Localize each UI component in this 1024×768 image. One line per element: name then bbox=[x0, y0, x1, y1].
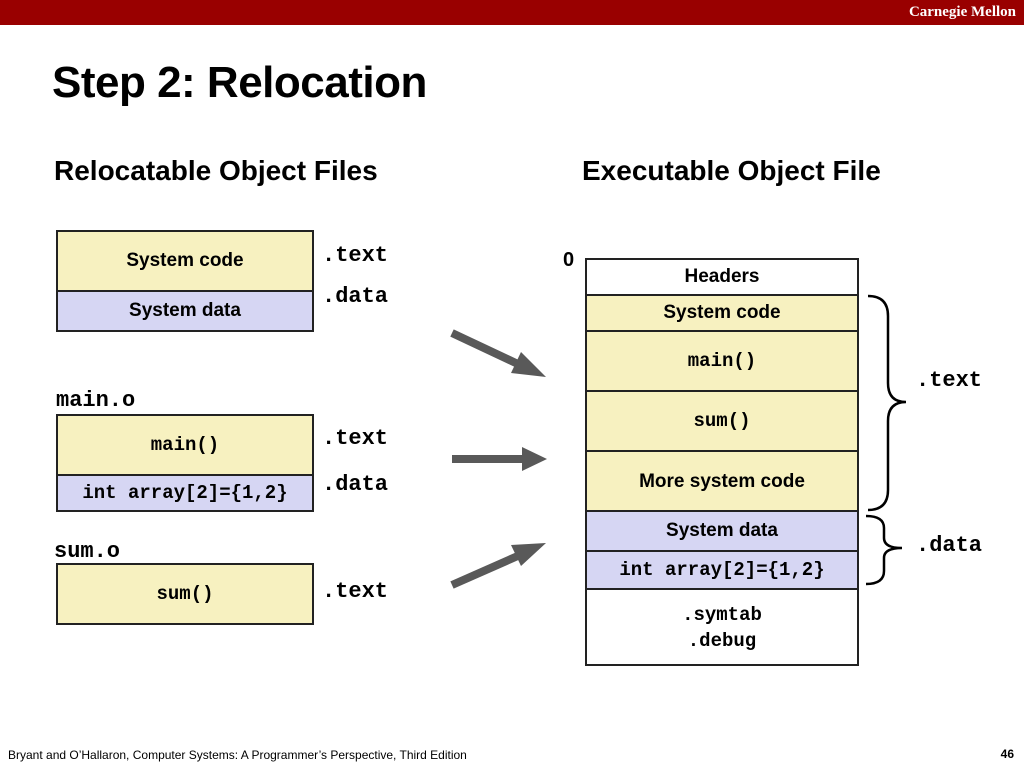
arrowhead-sum bbox=[511, 543, 546, 566]
exe-sum-label: sum() bbox=[693, 410, 751, 432]
university-brand: Carnegie Mellon bbox=[908, 4, 1016, 20]
sum-text-section-label: .text bbox=[322, 579, 389, 604]
main-text-section-label: .text bbox=[322, 426, 389, 451]
exe-text-section-label: .text bbox=[916, 368, 983, 393]
main-code-box: main() bbox=[56, 414, 314, 476]
exe-debug-label: .debug bbox=[687, 630, 757, 652]
exe-symtab-debug-section: .symtab .debug bbox=[585, 588, 859, 666]
data-brace-icon bbox=[865, 514, 903, 586]
exe-symtab-label: .symtab bbox=[682, 604, 762, 626]
slide-title: Step 2: Relocation bbox=[52, 58, 427, 107]
exe-data-section-label: .data bbox=[916, 533, 983, 558]
sum-code-label: sum() bbox=[156, 583, 214, 605]
system-data-section-label: .data bbox=[322, 284, 389, 309]
main-code-label: main() bbox=[150, 434, 220, 456]
footer-citation: Bryant and O’Hallaron, Computer Systems:… bbox=[8, 748, 467, 762]
exe-system-data-section: System data bbox=[585, 510, 859, 552]
system-data-box: System data bbox=[56, 290, 314, 332]
sum-o-name: sum.o bbox=[54, 539, 121, 564]
right-heading: Executable Object File bbox=[582, 155, 881, 186]
main-data-box: int array[2]={1,2} bbox=[56, 474, 314, 512]
main-data-label: int array[2]={1,2} bbox=[82, 482, 288, 504]
system-code-label: System code bbox=[126, 250, 244, 271]
exe-system-code-label: System code bbox=[663, 302, 781, 323]
page-number: 46 bbox=[1000, 747, 1014, 761]
exe-sum-section: sum() bbox=[585, 390, 859, 452]
exe-system-code-section: System code bbox=[585, 294, 859, 332]
arrowhead-main bbox=[522, 447, 547, 471]
main-o-name: main.o bbox=[56, 388, 136, 413]
headers-label: Headers bbox=[684, 266, 760, 287]
arrow-system-to-executable bbox=[450, 329, 522, 369]
exe-more-system-code-label: More system code bbox=[639, 471, 805, 492]
exe-array-label: int array[2]={1,2} bbox=[619, 559, 825, 581]
top-bar: Carnegie Mellon bbox=[0, 0, 1024, 25]
exe-main-section: main() bbox=[585, 330, 859, 392]
main-data-section-label: .data bbox=[322, 472, 389, 497]
arrow-sum-to-executable bbox=[450, 551, 522, 589]
exe-system-data-label: System data bbox=[666, 520, 778, 541]
system-text-section-label: .text bbox=[322, 243, 389, 268]
system-data-label: System data bbox=[129, 300, 241, 321]
address-zero-label: 0 bbox=[563, 249, 575, 271]
left-heading: Relocatable Object Files bbox=[54, 155, 378, 186]
sum-code-box: sum() bbox=[56, 563, 314, 625]
exe-more-system-code-section: More system code bbox=[585, 450, 859, 512]
exe-array-section: int array[2]={1,2} bbox=[585, 550, 859, 590]
text-brace-icon bbox=[867, 294, 907, 512]
exe-main-label: main() bbox=[687, 350, 757, 372]
arrowhead-system bbox=[511, 352, 546, 377]
